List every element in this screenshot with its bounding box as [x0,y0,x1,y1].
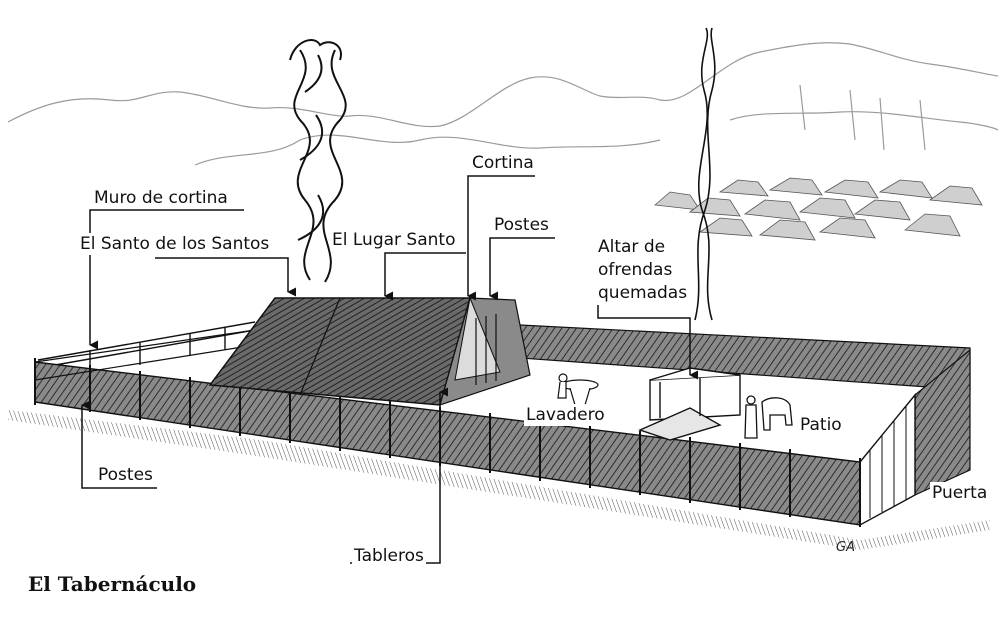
gate [859,393,916,527]
artist-signature: GA [836,540,855,555]
laver [557,373,599,406]
priest-and-ox [744,395,793,439]
camp [654,177,983,241]
label-lugar-santo: El Lugar Santo [330,229,458,251]
mountains [7,42,999,166]
label-patio: Patio [798,414,844,436]
label-cortina: Cortina [470,152,536,174]
gate-lines [869,406,907,518]
altar [638,367,741,441]
figure-title: El Tabernáculo [28,572,197,596]
label-lavadero: Lavadero [524,404,607,426]
ground-shadow [8,410,990,550]
label-santo-de-los-santos: El Santo de los Santos [78,233,272,255]
label-postes-bottom: Postes [96,464,155,486]
smoke-left [289,39,347,283]
smoke-right [694,27,716,321]
label-puerta: Puerta [930,482,990,504]
label-postes-top: Postes [492,214,551,236]
tent [208,296,531,406]
label-altar-de-ofrendas-quemadas: Altar de ofrendas quemadas [596,236,690,305]
label-tableros: Tableros [352,545,426,567]
back-fence [37,321,256,372]
label-muro-de-cortina: Muro de cortina [92,187,230,209]
